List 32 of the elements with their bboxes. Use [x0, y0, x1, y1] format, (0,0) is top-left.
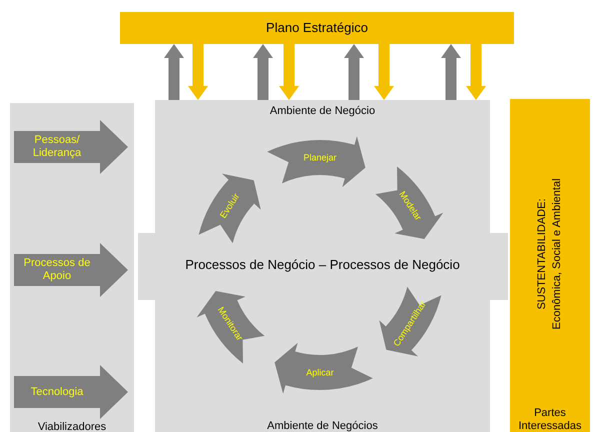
chevron-arrow: [374, 44, 394, 100]
panel-label: Ambiente de Negócio: [268, 104, 376, 119]
chevron-arrow: [441, 44, 461, 100]
chevron-arrow: [253, 44, 273, 100]
cycle-label: Planejar: [303, 152, 337, 163]
panel-label: Viabilizadores: [36, 420, 108, 432]
chevron-arrow: [279, 44, 299, 100]
chevron-arrow: [188, 44, 208, 100]
vertical-label: SUSTENTABILIDADE: Econômica, Social e Ambiental: [535, 177, 564, 332]
chevron-arrow: [344, 44, 364, 100]
stakeholders-panel: [510, 99, 590, 432]
cycle-segment: [198, 173, 261, 244]
arrow-shape: [14, 120, 128, 174]
arrow-label: Pessoas/ Liderança: [32, 133, 82, 161]
panel-label: Ambiente de Negócios: [266, 418, 379, 432]
arrow-label: Tecnologia: [30, 384, 84, 400]
enablers-panel: [10, 103, 134, 432]
panel-label: Partes Interessadas: [518, 407, 582, 432]
arrow-shape: [14, 243, 128, 297]
arrow-shape: [14, 365, 128, 419]
environment-panel: [155, 100, 490, 432]
arrow-label: Processos de Apoio: [22, 256, 92, 284]
cycle-segment: [375, 166, 444, 239]
cycle-segment: [274, 342, 373, 394]
chevron-arrow: [164, 44, 184, 100]
strategy-bar: Plano Estratégico: [120, 12, 514, 44]
cycle-segment: [196, 291, 265, 364]
cycle-segment: [267, 136, 366, 188]
process-band-label: Processos de Negócio – Processos de Negócio: [158, 246, 487, 284]
chevron-arrow: [466, 44, 486, 100]
cycle-label: Aplicar: [306, 367, 334, 378]
cycle-segment: [379, 286, 442, 357]
